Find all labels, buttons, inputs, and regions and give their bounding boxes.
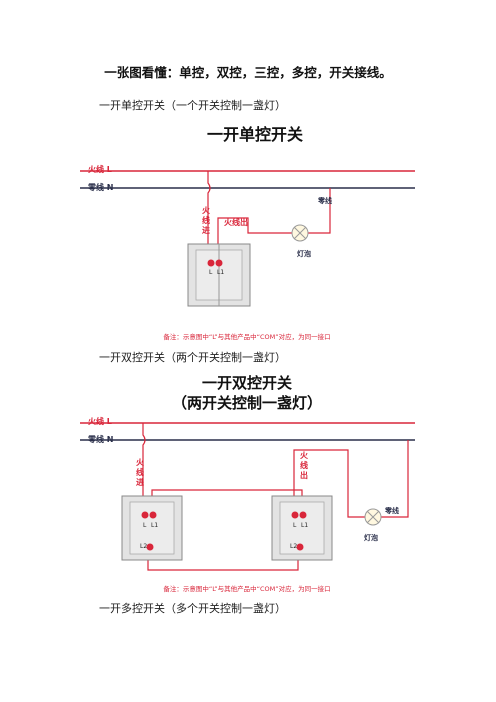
live-out-label: 火线出 xyxy=(224,217,248,227)
live-in-label-char3: 进 xyxy=(202,225,210,235)
lamp-cross-b xyxy=(366,510,380,524)
live-out-wire xyxy=(217,217,293,263)
switch-a-terminal-l1-label: L1 xyxy=(151,522,158,529)
live-in-label: 火 线 进 xyxy=(136,458,147,487)
live-wire-label: 火线 L xyxy=(88,416,112,426)
live-out-label-char1: 火 xyxy=(300,451,309,460)
live-out-label-char2: 线 xyxy=(300,460,308,470)
terminal-l1-label: L1 xyxy=(217,269,224,276)
live-out-wire xyxy=(293,449,366,518)
neutral-wire-label: 零线 N xyxy=(87,182,113,192)
switch-a-terminal-l1 xyxy=(149,511,157,519)
neutral-lamp-label: 零线 xyxy=(384,506,399,515)
live-wire-label: 火线 L xyxy=(88,164,112,174)
switch-a-terminal-l2 xyxy=(146,543,154,551)
live-in-label-char2: 线 xyxy=(136,467,144,477)
live-in-label-char1: 火 xyxy=(136,458,145,467)
neutral-wire-label: 零线 N xyxy=(87,434,113,444)
diagram-note: 备注：示意图中“L”与其他产品中“COM”对应，为同一接口 xyxy=(163,584,330,593)
page-title: 一张图看懂：单控，双控，三控，多控，开关接线。 xyxy=(104,65,392,80)
live-out-label-char3: 出 xyxy=(300,470,308,480)
lamp-label: 灯泡 xyxy=(364,533,378,542)
live-in-label-char1: 火 xyxy=(202,206,211,215)
live-in-label-char3: 进 xyxy=(136,477,144,487)
diagram-title: 一开单控开关 xyxy=(207,125,303,144)
switch-a-terminal-l xyxy=(141,511,149,519)
diagram-note: 备注：示意图中“L”与其他产品中“COM”对应，为同一接口 xyxy=(163,332,330,341)
switch-b-terminal-l-label: L xyxy=(293,522,297,529)
double-control-diagram: 一开双控开关 （两开关控制一盏灯） 火线 L 零线 N L L1 L2 L L1… xyxy=(80,374,415,593)
live-in-wire xyxy=(142,423,146,515)
switch-b-terminal-l2 xyxy=(296,543,304,551)
section-caption-multi: 一开多控开关（多个开关控制一盏灯） xyxy=(99,602,286,615)
neutral-lamp-label: 零线 xyxy=(317,196,332,205)
terminal-l xyxy=(207,259,215,267)
section-caption-double: 一开双控开关（两个开关控制一盏灯） xyxy=(99,351,286,364)
switch-b-terminal-l2-label: L2 xyxy=(290,543,297,550)
lamp-label: 灯泡 xyxy=(297,249,311,258)
terminal-l1 xyxy=(215,259,223,267)
live-out-label: 火 线 出 xyxy=(300,451,311,480)
neutral-lamp-wire xyxy=(307,188,331,234)
lamp-cross-b xyxy=(293,226,307,240)
diagram-title-line2: （两开关控制一盏灯） xyxy=(172,394,322,412)
switch-b-terminal-l1-label: L1 xyxy=(301,522,308,529)
terminal-l-label: L xyxy=(209,269,213,276)
live-in-label-char2: 线 xyxy=(202,215,210,225)
single-control-diagram: 一开单控开关 火线 L 零线 N L L1 火 线 进 火线出 零线 灯泡 备注… xyxy=(80,125,415,341)
live-in-label: 火 线 进 xyxy=(202,206,213,235)
switch-b-terminal-l xyxy=(291,511,299,519)
diagram-title-line1: 一开双控开关 xyxy=(202,374,292,392)
section-caption-single: 一开单控开关（一个开关控制一盏灯） xyxy=(99,99,286,112)
switch-a-terminal-l-label: L xyxy=(143,522,147,529)
live-in-wire xyxy=(207,171,214,264)
switch-a-terminal-l2-label: L2 xyxy=(140,543,147,550)
switch-b-terminal-l1 xyxy=(299,511,307,519)
neutral-lamp-wire xyxy=(380,440,409,518)
